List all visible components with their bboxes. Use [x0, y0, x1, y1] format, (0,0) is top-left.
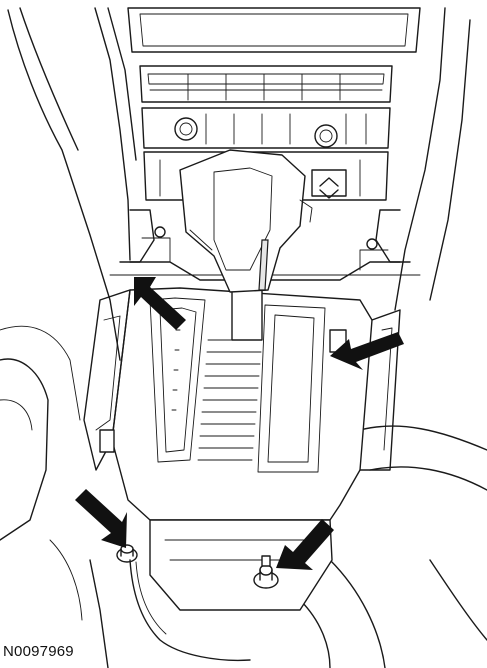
- figure-reference-code: N0097969: [3, 643, 74, 660]
- display-unit: [127, 7, 421, 53]
- callout-arrows: [75, 277, 404, 570]
- gear-selector-lever: [179, 149, 313, 341]
- shifter-bezel-fastener-left: [116, 544, 138, 563]
- shifter-bezel: [111, 287, 373, 611]
- callout-arrow-retainer-left: [134, 277, 186, 330]
- callout-arrow-fastener-right: [276, 519, 334, 570]
- radio-unit: [139, 65, 393, 103]
- callout-arrow-retainer-right: [330, 332, 404, 370]
- shifter-bezel-retainer: [83, 289, 401, 471]
- climate-control-panel: [141, 107, 391, 149]
- gear-indicator-marks: [171, 329, 181, 411]
- wiring-harness: [129, 559, 251, 662]
- center-console: [0, 7, 487, 668]
- shifter-bezel-fastener-right: [253, 555, 279, 589]
- callout-arrow-fastener-left: [75, 489, 127, 548]
